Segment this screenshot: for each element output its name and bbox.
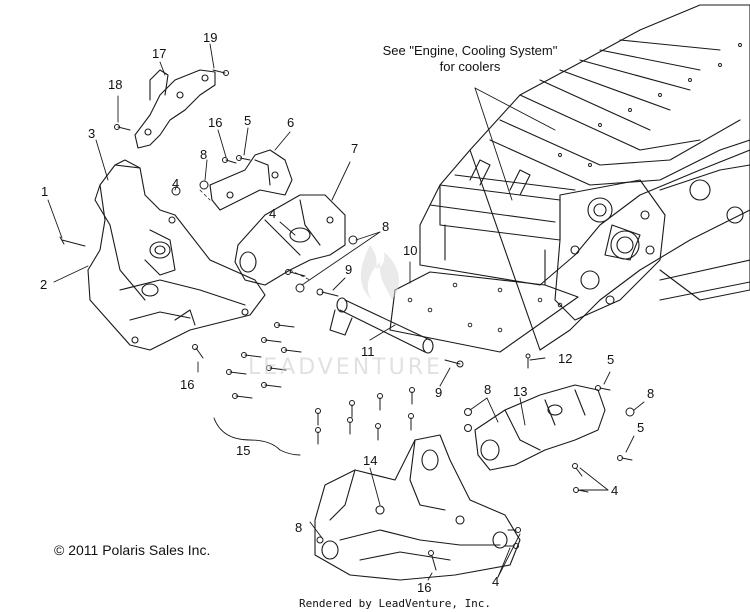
callout-9[interactable]: 9 bbox=[435, 385, 443, 400]
callout-4[interactable]: 4 bbox=[269, 206, 277, 221]
lower-frame-14 bbox=[314, 434, 521, 581]
callout-16[interactable]: 16 bbox=[208, 115, 223, 130]
callout-19[interactable]: 19 bbox=[203, 30, 218, 45]
callout-4[interactable]: 4 bbox=[611, 483, 619, 498]
callout-4[interactable]: 4 bbox=[172, 176, 180, 191]
callout-9[interactable]: 9 bbox=[345, 262, 353, 277]
front-frame-3 bbox=[87, 159, 266, 351]
callout-15[interactable]: 15 bbox=[236, 443, 251, 458]
hidden-lines bbox=[199, 189, 311, 281]
callout-8[interactable]: 8 bbox=[647, 386, 655, 401]
callout-11[interactable]: 11 bbox=[361, 344, 375, 359]
watermark-text: LEADVENTURE bbox=[248, 355, 443, 380]
callout-7[interactable]: 7 bbox=[351, 141, 359, 156]
callout-1[interactable]: 1 bbox=[41, 184, 49, 199]
callout-14[interactable]: 14 bbox=[363, 453, 378, 468]
rear-bracket-13 bbox=[474, 384, 606, 471]
bracket-17 bbox=[134, 69, 216, 149]
watermark-logo bbox=[360, 245, 399, 300]
callout-13[interactable]: 13 bbox=[513, 384, 528, 399]
callout-16[interactable]: 16 bbox=[180, 377, 195, 392]
callout-16[interactable]: 16 bbox=[417, 580, 432, 595]
callout-2[interactable]: 2 bbox=[40, 277, 48, 292]
callout-4[interactable]: 4 bbox=[492, 574, 500, 589]
callout-5[interactable]: 5 bbox=[244, 113, 252, 128]
callout-12[interactable]: 12 bbox=[558, 351, 573, 366]
callout-5[interactable]: 5 bbox=[637, 420, 645, 435]
note-line-2: for coolers bbox=[439, 59, 501, 74]
callout-8[interactable]: 8 bbox=[382, 219, 390, 234]
callout-3[interactable]: 3 bbox=[88, 126, 96, 141]
callout-8[interactable]: 8 bbox=[484, 382, 492, 397]
cross-shaft-11 bbox=[329, 297, 434, 354]
callout-5[interactable]: 5 bbox=[607, 352, 615, 367]
skid-plate-10 bbox=[389, 271, 579, 353]
copyright-text: © 2011 Polaris Sales Inc. bbox=[54, 542, 211, 558]
callout-18[interactable]: 18 bbox=[108, 77, 123, 92]
mount-7 bbox=[234, 194, 346, 286]
callout-17[interactable]: 17 bbox=[152, 46, 167, 61]
callout-8[interactable]: 8 bbox=[295, 520, 303, 535]
bolts-and-fasteners bbox=[59, 69, 635, 571]
note-line-1: See "Engine, Cooling System" bbox=[382, 43, 558, 58]
callout-6[interactable]: 6 bbox=[287, 115, 295, 130]
cooler-reference-note: See "Engine, Cooling System" for coolers bbox=[360, 43, 580, 75]
callout-8[interactable]: 8 bbox=[200, 147, 208, 162]
engine-chassis-assembly bbox=[419, 4, 750, 351]
leader-lines bbox=[47, 43, 645, 581]
bracket-6 bbox=[209, 149, 293, 211]
callout-10[interactable]: 10 bbox=[403, 243, 418, 258]
rendered-by-text: Rendered by LeadVenture, Inc. bbox=[299, 597, 492, 610]
